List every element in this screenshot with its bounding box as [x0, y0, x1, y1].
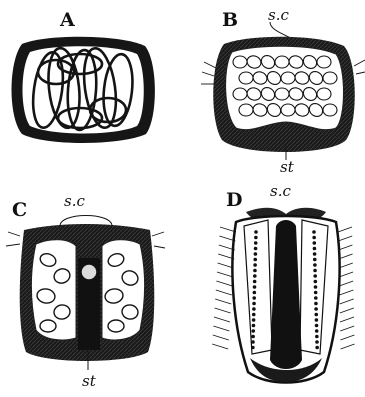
panel-c-vesicle: [81, 264, 97, 280]
bead: [315, 329, 319, 333]
bead: [253, 269, 257, 273]
bead: [313, 274, 317, 278]
panel-b-label-sc: s.c: [268, 6, 289, 24]
bead: [252, 318, 256, 322]
bead: [315, 318, 319, 322]
cilium: [340, 299, 354, 304]
cilium: [340, 317, 354, 322]
cilium: [338, 227, 352, 232]
panel-c-label-sc: s.c: [64, 192, 85, 210]
cilium: [340, 326, 354, 331]
bead: [313, 241, 317, 245]
cilium: [341, 344, 355, 349]
bead: [252, 324, 256, 328]
bead: [254, 252, 258, 256]
bead: [253, 258, 257, 262]
cilium: [339, 281, 353, 286]
panel-d-label-sc: s.c: [270, 182, 291, 200]
bead: [315, 324, 319, 328]
cilium: [338, 245, 352, 250]
cilium: [220, 227, 236, 232]
cilium: [339, 272, 353, 277]
panel-a: A: [12, 9, 155, 143]
panel-c-left-chamber: [32, 240, 77, 340]
bead: [252, 329, 256, 333]
cilium: [339, 290, 353, 295]
cilium: [216, 290, 232, 295]
cilium: [339, 254, 353, 259]
cilium: [216, 281, 232, 286]
cilium: [215, 308, 231, 313]
cilium: [214, 317, 230, 322]
bead: [253, 285, 257, 289]
bead: [315, 346, 319, 350]
bead: [314, 291, 318, 295]
bead: [314, 285, 318, 289]
panel-d-letter: D: [226, 189, 242, 211]
cilium: [339, 263, 353, 268]
panel-b-label-st: st: [280, 158, 295, 176]
panel-a-inner-mass: [23, 46, 144, 133]
bead: [315, 340, 319, 344]
panel-b-letter: B: [222, 9, 238, 31]
bead: [315, 335, 319, 339]
cilium: [212, 344, 228, 349]
bead: [314, 313, 318, 317]
panel-c-letter: C: [12, 199, 27, 221]
bead: [314, 307, 318, 311]
bead: [313, 263, 317, 267]
bead: [254, 230, 258, 234]
cilium: [213, 326, 229, 331]
bead: [251, 335, 255, 339]
cilium: [338, 236, 352, 241]
bead: [253, 263, 257, 267]
cilium: [213, 335, 229, 340]
bead: [313, 252, 317, 256]
panel-b: B s.c st: [201, 6, 365, 176]
cilium: [217, 272, 233, 277]
bead: [253, 280, 257, 284]
bead: [313, 258, 317, 262]
bead: [313, 269, 317, 273]
cilium: [340, 335, 354, 340]
bead: [253, 291, 257, 295]
cilium: [215, 299, 231, 304]
bead: [254, 236, 258, 240]
bead: [313, 247, 317, 251]
panel-c-label-st: st: [82, 372, 97, 390]
panel-a-letter: A: [59, 9, 75, 31]
bead: [312, 230, 316, 234]
bead: [251, 340, 255, 344]
bead: [252, 302, 256, 306]
bead: [314, 296, 318, 300]
bead: [252, 296, 256, 300]
panel-d: D s.c: [212, 182, 354, 383]
bead: [314, 302, 318, 306]
bead: [254, 247, 258, 251]
bead: [251, 346, 255, 350]
cilium: [340, 308, 354, 313]
bead: [312, 236, 316, 240]
bead: [252, 313, 256, 317]
bead: [314, 280, 318, 284]
bead: [254, 241, 258, 245]
bead: [252, 307, 256, 311]
panel-c: C s.c st: [6, 192, 165, 390]
bead: [253, 274, 257, 278]
